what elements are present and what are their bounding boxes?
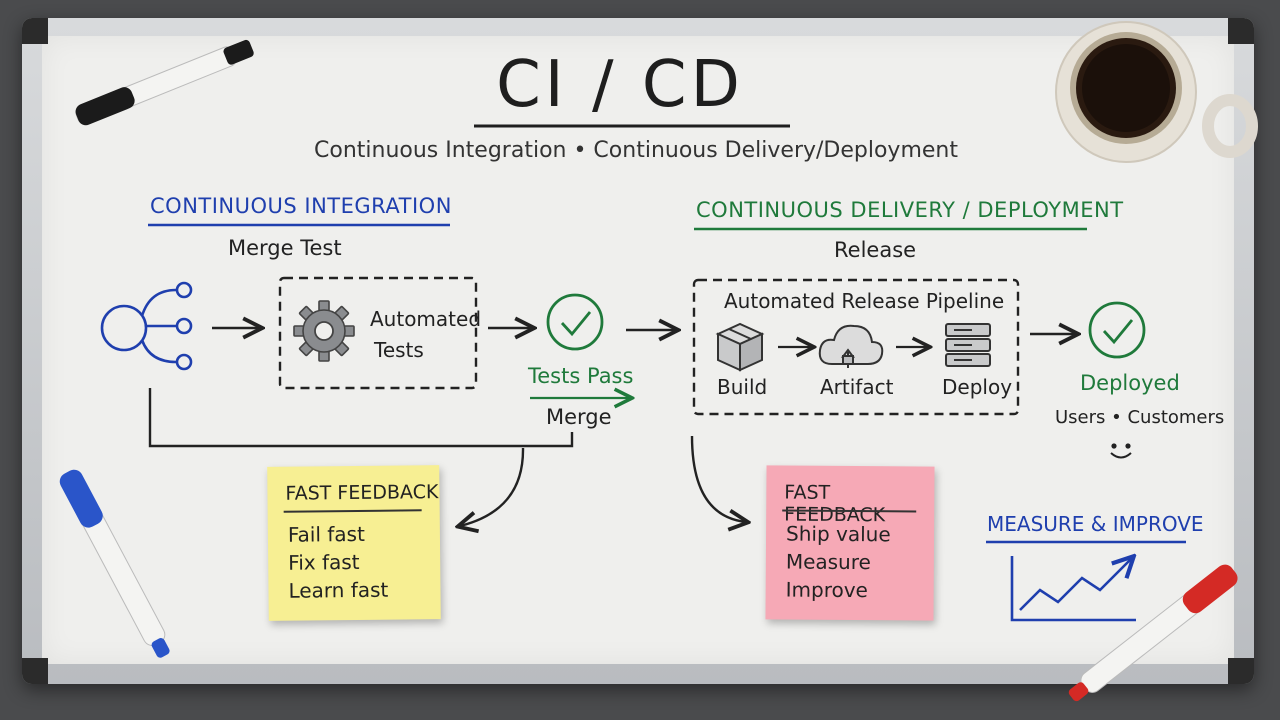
deploy-label: Deploy	[942, 375, 1013, 399]
users-label: Users • Customers	[1055, 407, 1225, 428]
sticky-note-yellow: FAST FEEDBACK Fail fast Fix fast Learn f…	[267, 465, 441, 621]
note-line: Measure	[785, 549, 871, 575]
measure-heading: MEASURE & IMPROVE	[987, 512, 1204, 536]
deployed-label: Deployed	[1080, 371, 1180, 395]
note-heading: FAST FEEDBACK	[285, 481, 439, 505]
page-subtitle: Continuous Integration • Continuous Deli…	[314, 138, 958, 163]
automated-tests-line1: Automated	[370, 307, 482, 331]
page-title: CI / CD	[496, 48, 744, 122]
frame-corner	[22, 658, 48, 684]
note-line: Fix fast	[288, 549, 360, 575]
build-label: Build	[717, 375, 768, 399]
sticky-note-pink: FAST FEEDBACK Ship value Measure Improve	[765, 465, 935, 621]
frame-corner	[1228, 658, 1254, 684]
ci-sublabel: Merge Test	[228, 236, 342, 260]
ci-heading: CONTINUOUS INTEGRATION	[150, 194, 452, 218]
frame-corner	[1228, 18, 1254, 44]
cd-heading: CONTINUOUS DELIVERY / DEPLOYMENT	[696, 198, 1124, 222]
note-line: Improve	[785, 577, 869, 603]
note-line: Ship value	[785, 521, 891, 547]
note-line: Learn fast	[288, 577, 389, 603]
pipeline-title: Automated Release Pipeline	[724, 289, 1005, 313]
cd-sublabel: Release	[834, 238, 917, 262]
tests-pass-label: Tests Pass	[528, 364, 634, 388]
note-underline	[283, 509, 422, 513]
artifact-label: Artifact	[820, 375, 894, 399]
note-line: Fail fast	[287, 521, 365, 547]
merge-label: Merge	[546, 405, 612, 429]
whiteboard-surface	[42, 36, 1234, 664]
frame-corner	[22, 18, 48, 44]
note-heading: FAST FEEDBACK	[784, 481, 886, 527]
automated-tests-line2: Tests	[374, 338, 424, 362]
